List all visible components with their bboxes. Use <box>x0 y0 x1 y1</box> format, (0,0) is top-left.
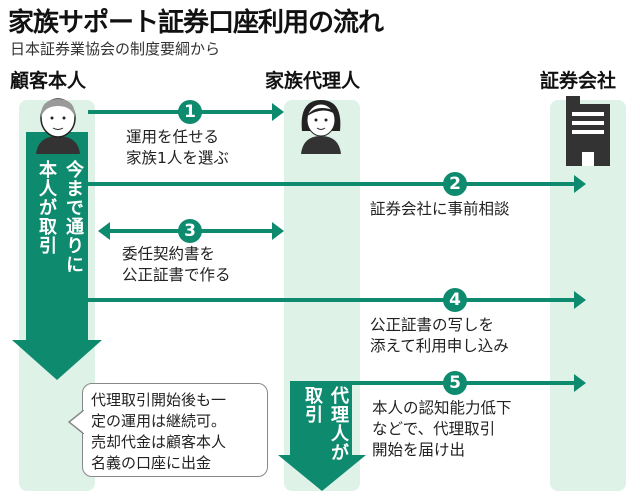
step-1-badge: 1 <box>178 100 202 124</box>
agent-arrow-text-2: 取引 <box>302 386 323 424</box>
step-4-arrow <box>88 298 576 302</box>
step-2-arrow <box>88 182 576 186</box>
step-5-badge: 5 <box>443 371 467 395</box>
left-arrow-text-2: 本人が取引 <box>36 160 57 255</box>
left-arrow-head <box>12 340 102 380</box>
step-3-label: 委任契約書を 公正証書で作る <box>122 245 231 284</box>
arrowhead-right-icon <box>574 291 586 309</box>
arrowhead-left-icon <box>98 222 110 240</box>
lane-header-agent: 家族代理人 <box>265 70 361 92</box>
page-title: 家族サポート証券口座利用の流れ <box>8 8 384 38</box>
step-2-badge: 2 <box>443 172 467 196</box>
step-2-label: 証券会社に事前相談 <box>370 200 510 218</box>
step-5-arrow <box>292 381 576 385</box>
agent-arrow-head <box>278 455 366 491</box>
elderly-person-icon <box>36 98 80 154</box>
arrowhead-right-icon <box>574 374 586 392</box>
left-arrow-shaft <box>26 132 88 342</box>
left-arrow-text-1: 今まで通りに <box>63 160 84 274</box>
arrowhead-right-icon <box>574 175 586 193</box>
arrowhead-right-icon <box>272 103 284 121</box>
lane-header-customer: 顧客本人 <box>10 70 87 92</box>
subtitle: 日本証券業協会の制度要綱から <box>10 40 221 58</box>
lane-header-company: 証券会社 <box>540 70 617 92</box>
arrowhead-right-icon <box>272 222 284 240</box>
step-4-label: 公正証書の写しを 添えて利用申し込み <box>370 316 509 355</box>
step-1-label: 運用を任せる 家族1人を選ぶ <box>126 128 229 167</box>
step-5-label: 本人の認知能力低下 などで、代理取引 開始を届け出 <box>372 399 512 459</box>
building-icon <box>566 96 610 166</box>
note-callout: 代理取引開始後も一 定の運用は継続可。 売却代金は顧客本人 名義の口座に出金 <box>82 383 268 477</box>
family-agent-icon <box>301 100 341 154</box>
agent-arrow-shaft <box>290 381 352 457</box>
callout-pointer <box>68 410 84 434</box>
step-4-badge: 4 <box>443 288 467 312</box>
step-3-badge: 3 <box>178 219 202 243</box>
agent-arrow-text-1: 代理人が <box>328 386 349 462</box>
